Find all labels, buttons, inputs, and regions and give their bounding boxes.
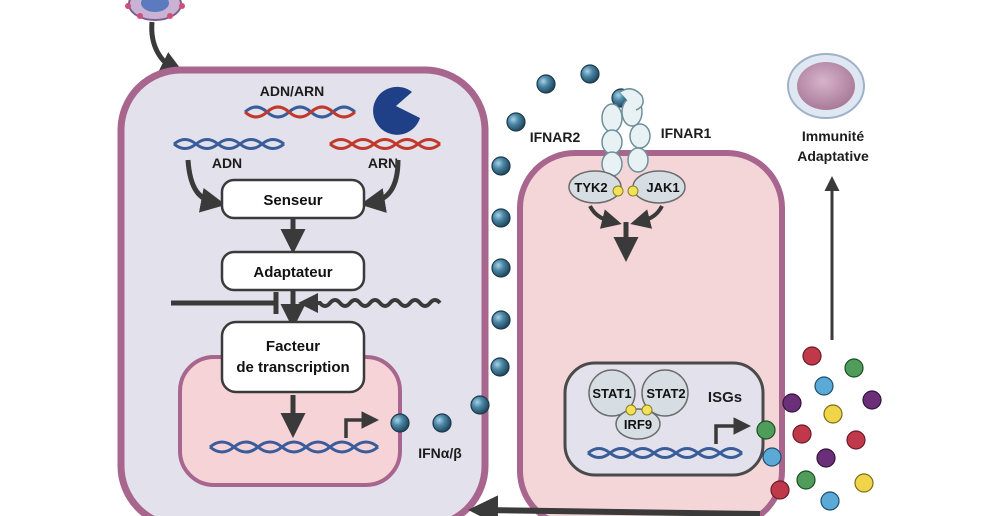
- sensor-box: [220, 178, 366, 220]
- label-rna: ARN: [368, 155, 398, 171]
- stat1-phospho-dot: [625, 404, 637, 416]
- cytokine-particles: [756, 346, 882, 511]
- adaptor-label: Adaptateur: [253, 264, 332, 281]
- label-tyk2: TYK2: [574, 180, 607, 195]
- nuclease-icon: [373, 86, 420, 135]
- rna-to-sensor-arrow: [360, 159, 401, 213]
- immune-cell-nucleus: [797, 62, 855, 110]
- adaptor-box: [220, 250, 366, 292]
- feedback-arrow: [468, 495, 761, 516]
- label-dna: ADN: [212, 155, 242, 171]
- tyk2-activation-arrow: [588, 205, 622, 229]
- label-jak1: JAK1: [646, 180, 679, 195]
- tf-label-line1: Facteur: [266, 338, 320, 355]
- label-isgs: ISGs: [708, 389, 742, 406]
- stat2-phospho-dot: [641, 404, 653, 416]
- left-promoter-arrow: [344, 411, 379, 438]
- label-dna-rna: ADN/ARN: [260, 83, 325, 99]
- label-ifn: IFNα/β: [418, 445, 462, 461]
- wavy-activator-arrow: [298, 293, 442, 313]
- right-promoter-arrow: [714, 417, 751, 444]
- label-irf9: IRF9: [624, 417, 652, 432]
- phospho-dot-left: [612, 185, 624, 197]
- label-ifnar2: IFNAR2: [530, 129, 581, 145]
- stat2-protein: [641, 369, 689, 417]
- label-stat1: STAT1: [592, 386, 631, 401]
- jak1-activation-arrow: [630, 205, 664, 229]
- immune-label-line2: Adaptative: [797, 148, 869, 164]
- virus-entry-arrow: [149, 21, 185, 75]
- dna-to-sensor-arrow: [185, 159, 226, 213]
- label-stat2: STAT2: [646, 386, 685, 401]
- right-gene-helix: [587, 447, 743, 459]
- transcription-factor-box: [220, 320, 366, 394]
- rna-helix: [329, 138, 441, 150]
- dna-helix: [173, 138, 285, 150]
- virus-icon: [125, 0, 185, 21]
- ifnar-receptor: [601, 88, 651, 177]
- dna-rna-helix: [243, 105, 357, 119]
- immune-label-line1: Immunité: [802, 128, 864, 144]
- left-gene-helix: [209, 440, 379, 454]
- tf-label-line2: de transcription: [236, 359, 349, 376]
- sensor-label: Senseur: [263, 192, 322, 209]
- phospho-dot-right: [627, 185, 639, 197]
- label-ifnar1: IFNAR1: [661, 125, 712, 141]
- stat1-protein: [588, 369, 636, 417]
- irf9-protein: [615, 408, 661, 440]
